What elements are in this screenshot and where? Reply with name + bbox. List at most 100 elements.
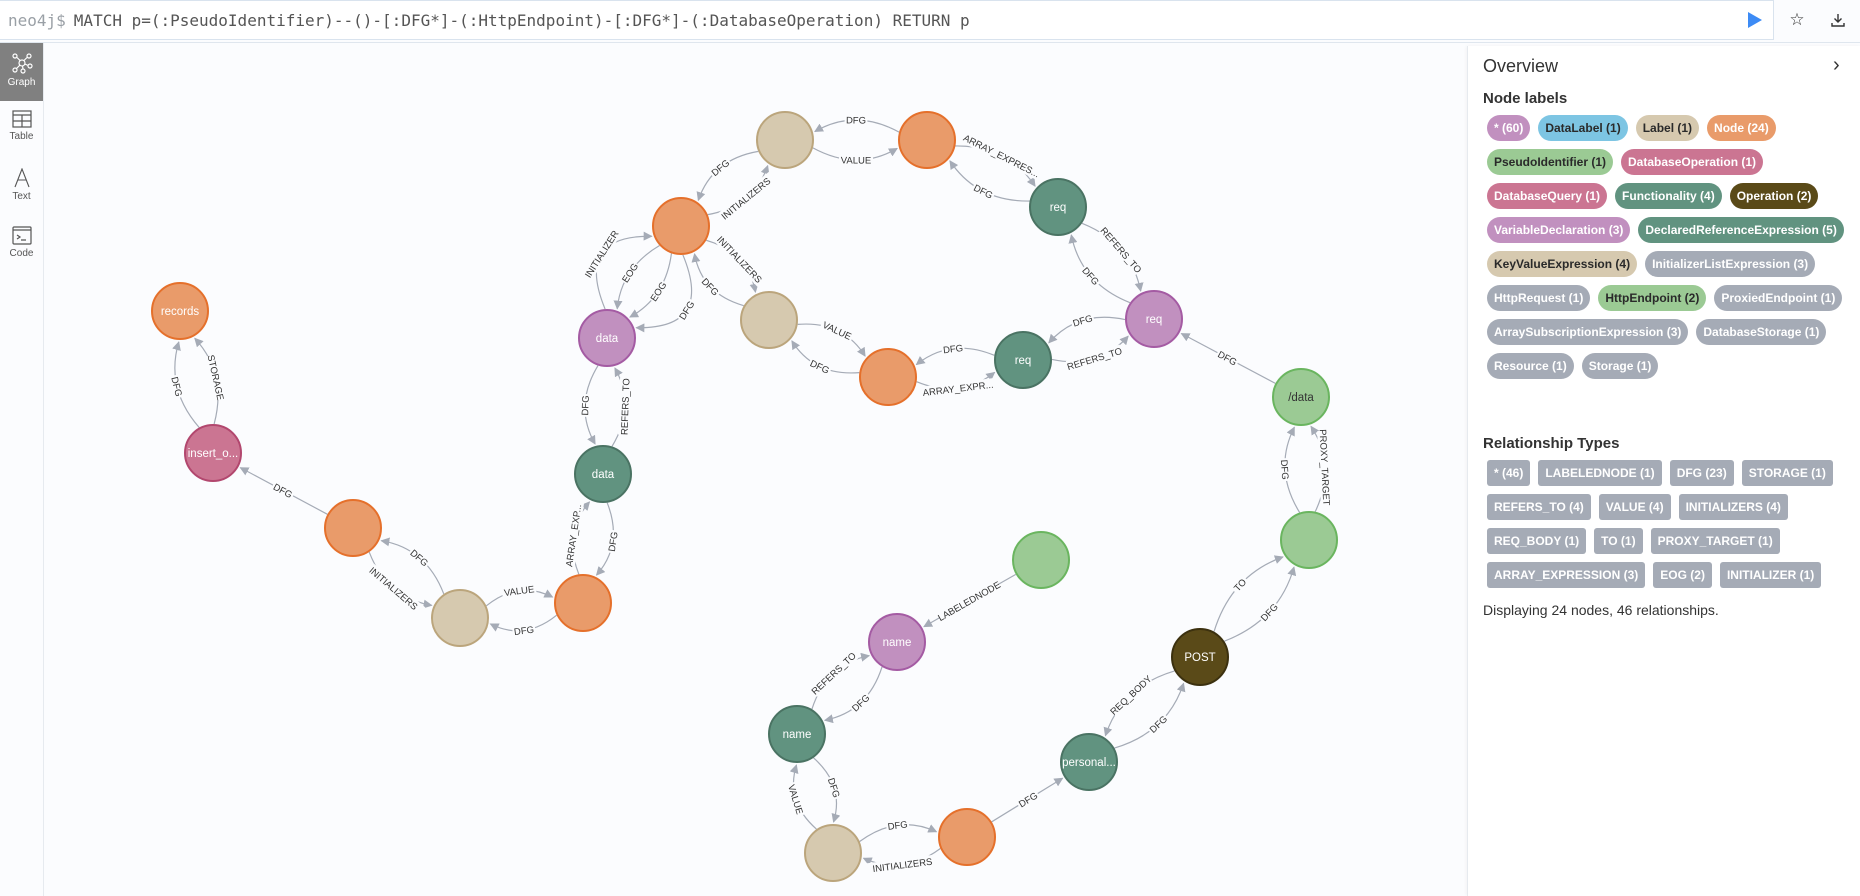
- node-label-badge[interactable]: Resource (1): [1487, 353, 1574, 379]
- node-label-badge[interactable]: DatabaseStorage (1): [1696, 319, 1827, 345]
- node-label-badge[interactable]: VariableDeclaration (3): [1487, 217, 1631, 243]
- graph-node[interactable]: [324, 499, 382, 557]
- play-icon[interactable]: [1748, 12, 1762, 28]
- node-label-badge[interactable]: PseudoIdentifier (1): [1487, 149, 1614, 175]
- node-label-badge[interactable]: HttpRequest (1): [1487, 285, 1591, 311]
- node-circle[interactable]: [1171, 628, 1229, 686]
- node-circle[interactable]: [574, 445, 632, 503]
- graph-node[interactable]: [1280, 511, 1338, 569]
- star-icon[interactable]: ☆: [1789, 10, 1805, 29]
- node-circle[interactable]: [1280, 511, 1338, 569]
- node-label-badge[interactable]: Operation (2): [1729, 183, 1819, 209]
- node-circle[interactable]: [431, 589, 489, 647]
- node-label-badge[interactable]: DatabaseQuery (1): [1487, 183, 1608, 209]
- node-circle[interactable]: [868, 613, 926, 671]
- graph-node[interactable]: req: [1125, 290, 1183, 348]
- graph-node[interactable]: /data: [1272, 368, 1330, 426]
- query-editor[interactable]: neo4j$MATCH p=(:PseudoIdentifier)--()-[:…: [0, 0, 1774, 40]
- relationship-type-badge[interactable]: INITIALIZERS (4): [1678, 494, 1788, 520]
- graph-node[interactable]: data: [578, 309, 636, 367]
- relationship-label: DFG: [168, 374, 186, 400]
- sidebar-item-code[interactable]: Code: [0, 217, 43, 275]
- relationship-edge[interactable]: [1213, 555, 1284, 632]
- node-label-badge[interactable]: Label (1): [1635, 115, 1700, 141]
- node-circle[interactable]: [184, 424, 242, 482]
- graph-node[interactable]: req: [1029, 178, 1087, 236]
- relationship-type-badge[interactable]: STORAGE (1): [1741, 460, 1833, 486]
- node-label-badge[interactable]: DeclaredReferenceExpression (5): [1638, 217, 1844, 243]
- sidebar-item-graph[interactable]: Graph: [0, 43, 43, 101]
- node-circle[interactable]: [1012, 531, 1070, 589]
- graph-node[interactable]: records: [151, 282, 209, 340]
- node-circle[interactable]: [324, 499, 382, 557]
- graph-node[interactable]: POST: [1171, 628, 1229, 686]
- node-circle[interactable]: [938, 808, 996, 866]
- node-circle[interactable]: [740, 291, 798, 349]
- node-label-badge[interactable]: DataLabel (1): [1538, 115, 1628, 141]
- relationship-type-badge[interactable]: EOG (2): [1653, 562, 1712, 588]
- chevron-right-icon[interactable]: ›: [1833, 54, 1840, 76]
- node-circle[interactable]: [554, 574, 612, 632]
- node-circle[interactable]: [1272, 368, 1330, 426]
- relationship-label-bg: [844, 113, 868, 127]
- graph-node[interactable]: [938, 808, 996, 866]
- node-label-badge[interactable]: ArraySubscriptionExpression (3): [1487, 319, 1689, 345]
- graph-node[interactable]: [1012, 531, 1070, 589]
- relationship-type-badge[interactable]: DFG (23): [1669, 460, 1734, 486]
- node-label-badge[interactable]: Functionality (4): [1615, 183, 1722, 209]
- relationship-type-badge[interactable]: TO (1): [1594, 528, 1643, 554]
- graph-node[interactable]: [740, 291, 798, 349]
- node-label-badge[interactable]: ProxiedEndpoint (1): [1714, 285, 1843, 311]
- graph-node[interactable]: [804, 824, 862, 882]
- graph-node[interactable]: insert_o...: [184, 424, 242, 482]
- relationship-type-badge[interactable]: VALUE (4): [1598, 494, 1671, 520]
- sidebar-item-table[interactable]: Table: [0, 101, 43, 159]
- node-circle[interactable]: [1029, 178, 1087, 236]
- relationship-label: DFG: [605, 529, 621, 554]
- node-label-badge[interactable]: Node (24): [1707, 115, 1776, 141]
- query-text[interactable]: MATCH p=(:PseudoIdentifier)--()-[:DFG*]-…: [73, 11, 970, 30]
- graph-node[interactable]: name: [868, 613, 926, 671]
- graph-node[interactable]: [898, 111, 956, 169]
- relationship-edge[interactable]: [1224, 566, 1297, 642]
- graph-node[interactable]: name: [768, 705, 826, 763]
- node-label-badge[interactable]: DatabaseOperation (1): [1621, 149, 1764, 175]
- node-label-badge[interactable]: * (60): [1487, 115, 1531, 141]
- relationship-label: LABELEDNODE: [936, 579, 1003, 624]
- relationship-type-badge[interactable]: PROXY_TARGET (1): [1650, 528, 1780, 554]
- node-label-badge[interactable]: InitializerListExpression (3): [1645, 251, 1816, 277]
- graph-node[interactable]: [859, 348, 917, 406]
- node-label-badge[interactable]: KeyValueExpression (4): [1487, 251, 1638, 277]
- node-circle[interactable]: [1125, 290, 1183, 348]
- relationship-type-badge[interactable]: REFERS_TO (4): [1487, 494, 1591, 520]
- relationship-label: DFG: [1145, 711, 1171, 737]
- relationship-type-badge[interactable]: INITIALIZER (1): [1719, 562, 1822, 588]
- node-circle[interactable]: [898, 111, 956, 169]
- node-circle[interactable]: [768, 705, 826, 763]
- sidebar-item-text[interactable]: Text: [0, 159, 43, 217]
- graph-node[interactable]: [652, 197, 710, 255]
- sidebar-label-table: Table: [9, 131, 34, 142]
- node-circle[interactable]: [994, 331, 1052, 389]
- node-circle[interactable]: [859, 348, 917, 406]
- node-label-badge[interactable]: Storage (1): [1581, 353, 1659, 379]
- relationship-type-badge[interactable]: * (46): [1487, 460, 1531, 486]
- node-label-badge[interactable]: HttpEndpoint (2): [1598, 285, 1707, 311]
- relationship-type-badge[interactable]: LABELEDNODE (1): [1538, 460, 1662, 486]
- download-icon[interactable]: [1826, 8, 1850, 32]
- graph-node[interactable]: data: [574, 445, 632, 503]
- graph-node[interactable]: req: [994, 331, 1052, 389]
- graph-node[interactable]: [756, 111, 814, 169]
- relationship-type-badge[interactable]: REQ_BODY (1): [1487, 528, 1587, 554]
- relationship-type-badge[interactable]: ARRAY_EXPRESSION (3): [1487, 562, 1646, 588]
- node-circle[interactable]: [756, 111, 814, 169]
- node-circle[interactable]: [578, 309, 636, 367]
- graph-node[interactable]: personal...: [1060, 733, 1118, 791]
- node-circle[interactable]: [1060, 733, 1118, 791]
- node-circle[interactable]: [804, 824, 862, 882]
- graph-node[interactable]: [431, 589, 489, 647]
- node-circle[interactable]: [652, 197, 710, 255]
- node-circle[interactable]: [151, 282, 209, 340]
- graph-node[interactable]: [554, 574, 612, 632]
